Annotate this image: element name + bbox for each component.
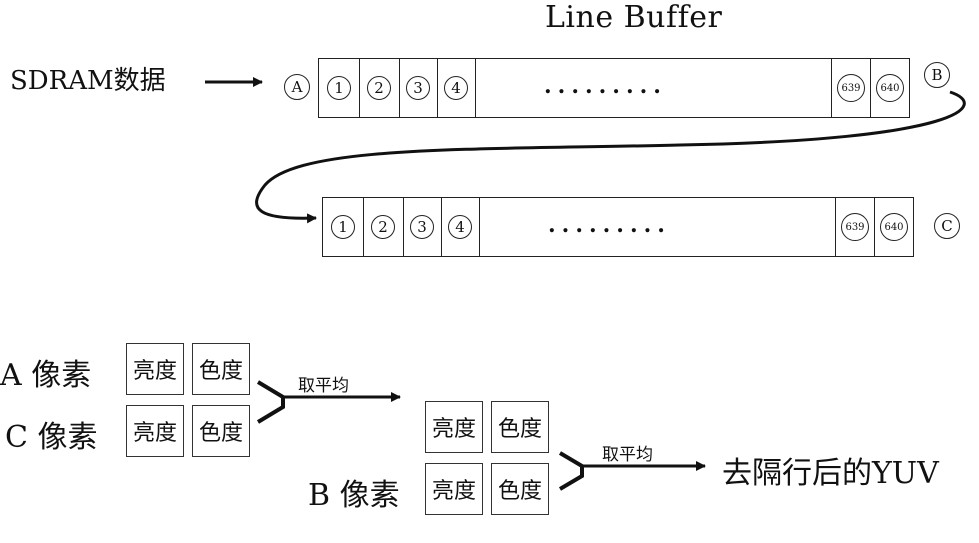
marker-c: C — [934, 213, 960, 239]
cell-number: 1 — [331, 215, 355, 239]
wrap-curve-arrow — [255, 90, 966, 224]
pixel-c-chroma-box: 色度 — [192, 405, 250, 457]
sdram-data-label: SDRAM数据 — [10, 66, 166, 96]
buffer-cell: 4 — [437, 59, 476, 117]
buffer-cell: 3 — [403, 198, 442, 256]
cell-number: 640 — [876, 74, 904, 102]
cell-number: 4 — [444, 76, 468, 100]
buffer-cell: 1 — [319, 59, 360, 117]
averaged-chroma-box: 色度 — [491, 401, 549, 453]
buffer-cell: 2 — [363, 198, 404, 256]
buffer-cell: 4 — [441, 198, 480, 256]
cell-number: 639 — [837, 74, 865, 102]
deinterlaced-yuv-label: 去隔行后的YUV — [722, 456, 939, 491]
brace-1 — [256, 380, 285, 424]
ellipsis: ......... — [544, 73, 667, 99]
pixel-c-label: C 像素 — [5, 420, 98, 455]
pixel-b-label: B 像素 — [308, 478, 400, 513]
brace-2 — [558, 451, 584, 491]
cell-number: 2 — [367, 76, 391, 100]
pixel-b-luma-box: 亮度 — [425, 463, 483, 515]
averaged-luma-box: 亮度 — [425, 401, 483, 453]
buffer-cell: 639 — [835, 198, 874, 256]
buffer-cell: 3 — [399, 59, 438, 117]
cell-number: 639 — [841, 213, 869, 241]
diagram-title: Line Buffer — [545, 0, 723, 35]
buffer-cell: 640 — [870, 59, 909, 117]
pixel-a-label: A 像素 — [0, 358, 92, 393]
average-label-1: 取平均 — [298, 376, 349, 396]
cell-number: 640 — [880, 213, 908, 241]
ellipsis: ......... — [548, 212, 671, 238]
cell-number: 3 — [410, 215, 434, 239]
pixel-a-chroma-box: 色度 — [192, 343, 250, 395]
average-label-2: 取平均 — [602, 445, 653, 465]
buffer-cell: 639 — [831, 59, 870, 117]
cell-number: 3 — [406, 76, 430, 100]
buffer-cell: 2 — [359, 59, 400, 117]
buffer-cell: 640 — [874, 198, 913, 256]
pixel-a-luma-box: 亮度 — [126, 343, 184, 395]
line-buffer-row-2: 1 2 3 4 ......... 639 640 — [322, 197, 914, 257]
cell-number: 2 — [371, 215, 395, 239]
marker-a: A — [284, 74, 310, 100]
line-buffer-row-1: 1 2 3 4 ......... 639 640 — [318, 58, 910, 118]
marker-b: B — [924, 62, 950, 88]
cell-number: 4 — [448, 215, 472, 239]
pixel-c-luma-box: 亮度 — [126, 405, 184, 457]
buffer-cell: 1 — [323, 198, 364, 256]
pixel-b-chroma-box: 色度 — [491, 463, 549, 515]
cell-number: 1 — [327, 76, 351, 100]
